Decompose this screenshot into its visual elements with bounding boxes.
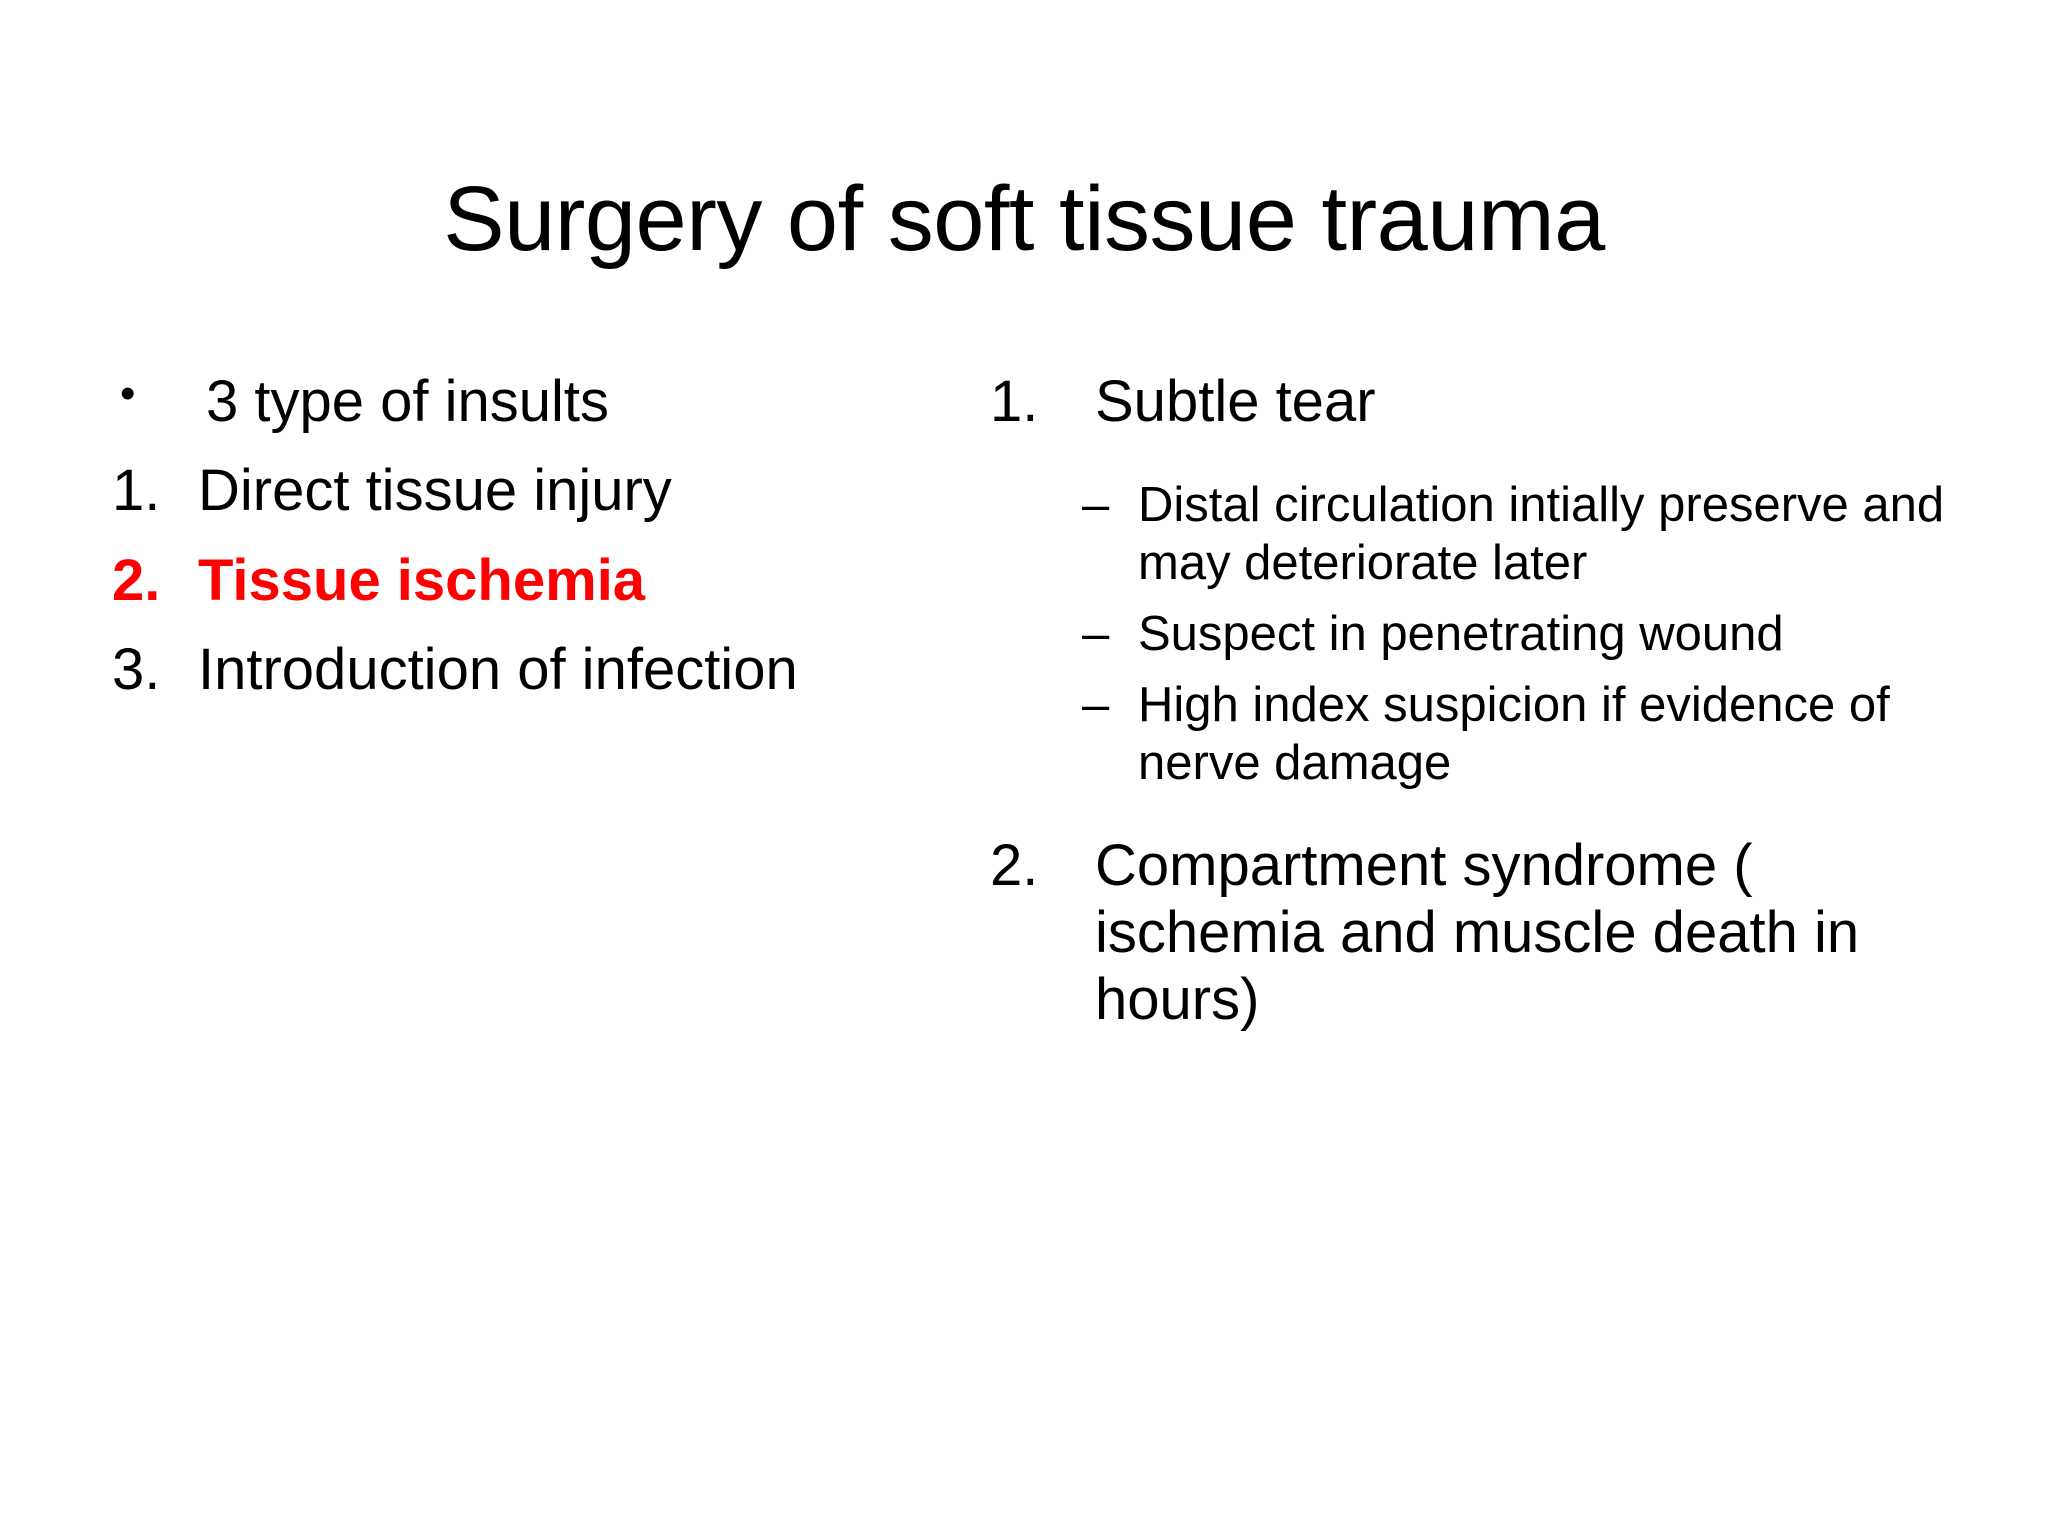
sub-list-item-label: Distal circulation intially preserve and… <box>1138 478 1945 590</box>
list-item: 1. Subtle tear <box>990 368 1978 435</box>
spacer <box>990 806 1978 832</box>
list-item-label: Introduction of infection <box>198 636 798 702</box>
list-item-number: 1. <box>990 369 1039 434</box>
spacer <box>990 451 1978 477</box>
dash-bullet-icon: – <box>1082 478 1110 533</box>
left-content-column: • 3 type of insults 1. Direct tissue inj… <box>0 368 960 725</box>
list-item-number: 2. <box>112 547 161 613</box>
right-content-column: 1. Subtle tear – Distal circulation inti… <box>960 368 2048 1050</box>
slide-content-columns: • 3 type of insults 1. Direct tissue inj… <box>0 368 2048 1050</box>
sub-list-item: – Suspect in penetrating wound <box>990 606 1978 663</box>
list-item-label: Compartment syndrome ( ischemia and musc… <box>1095 832 1860 1033</box>
page-title: Surgery of soft tissue trauma <box>443 167 1605 270</box>
list-item-label: Tissue ischemia <box>198 547 646 613</box>
bullet-dot-icon: • <box>120 369 136 418</box>
dash-bullet-icon: – <box>1082 678 1110 733</box>
dash-bullet-icon: – <box>1082 606 1110 661</box>
sub-list-item: – High index suspicion if evidence of ne… <box>990 677 1978 792</box>
sub-list-item-label: High index suspicion if evidence of nerv… <box>1138 678 1890 790</box>
list-item-number: 1. <box>112 458 161 524</box>
list-item-label: 3 type of insults <box>206 369 609 434</box>
list-item-label: Direct tissue injury <box>198 458 672 524</box>
list-item: • 3 type of insults <box>112 368 936 435</box>
list-item: 1. Direct tissue injury <box>112 457 936 524</box>
sub-list-item-label: Suspect in penetrating wound <box>1138 606 1784 661</box>
list-item-number: 3. <box>112 636 161 702</box>
list-item: 2. Compartment syndrome ( ischemia and m… <box>990 832 1978 1034</box>
list-item: 3. Introduction of infection <box>112 636 936 703</box>
list-item-highlighted: 2. Tissue ischemia <box>112 547 936 614</box>
list-item-label: Subtle tear <box>1095 369 1376 434</box>
sub-list-item: – Distal circulation intially preserve a… <box>990 477 1978 592</box>
list-item-number: 2. <box>990 832 1039 898</box>
